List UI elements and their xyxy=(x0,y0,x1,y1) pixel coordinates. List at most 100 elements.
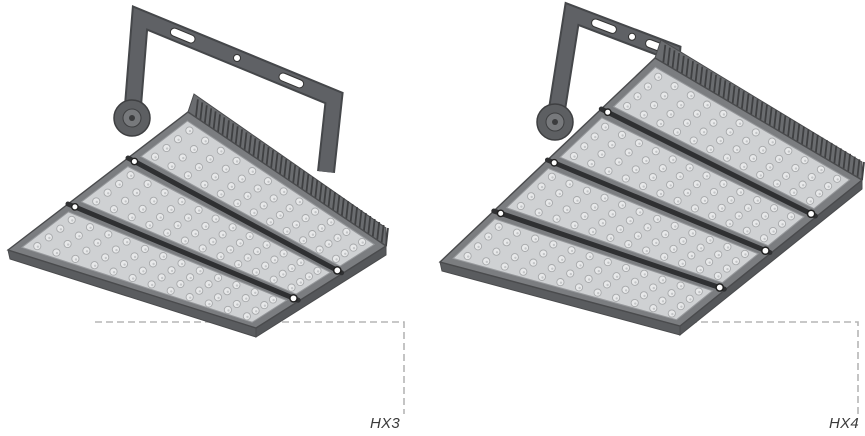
led-lens-center xyxy=(89,226,92,229)
led-lens-center xyxy=(254,291,257,294)
led-lens-center xyxy=(55,251,59,255)
led-lens-center xyxy=(272,298,275,302)
heat-sink-fin xyxy=(704,69,708,88)
led-lens-center xyxy=(696,183,699,186)
heat-sink-fin xyxy=(745,93,750,112)
heat-sink-fin xyxy=(195,99,199,118)
heat-sink-fin xyxy=(234,126,239,145)
led-lens-center xyxy=(629,219,632,223)
led-lens-center xyxy=(690,254,694,258)
mounting-bracket xyxy=(123,4,344,173)
led-lens-center xyxy=(239,242,242,245)
led-lens-center xyxy=(516,232,519,235)
led-lens-center xyxy=(226,290,229,293)
heat-sink-fin xyxy=(708,72,713,91)
led-lens-center xyxy=(686,191,690,195)
led-lens-center xyxy=(642,185,645,188)
led-lens-center xyxy=(198,209,201,212)
led-lens-center xyxy=(669,113,673,116)
led-lens-center xyxy=(652,176,655,179)
heat-sink-fin xyxy=(305,174,310,193)
led-lens-center xyxy=(597,292,600,295)
led-lens-center xyxy=(763,237,766,241)
led-lens-center xyxy=(573,155,576,158)
led-lens-center xyxy=(726,268,729,271)
led-lens-center xyxy=(159,216,162,219)
led-lens-center xyxy=(177,138,180,141)
led-lens-center xyxy=(273,259,277,262)
separator-end-cap xyxy=(761,246,770,256)
heat-sink-fin xyxy=(764,104,768,123)
led-lens-center xyxy=(48,236,51,240)
heat-sink-fin xyxy=(270,150,274,169)
module-separator xyxy=(491,208,727,292)
led-lens-center xyxy=(726,157,729,160)
led-lens-center xyxy=(690,94,693,98)
led-lens-center xyxy=(345,231,349,234)
led-lens-center xyxy=(558,192,561,196)
led-lens-center xyxy=(93,264,97,267)
led-lens-center xyxy=(225,168,228,171)
led-lens-center xyxy=(506,241,509,244)
led-lens-center xyxy=(126,241,129,244)
led-lens-center xyxy=(202,247,205,251)
led-lens-center xyxy=(696,113,699,116)
led-lens-center xyxy=(773,207,776,210)
led-lens-center xyxy=(661,279,665,282)
led-lens-center xyxy=(74,258,78,261)
led-lens-center xyxy=(485,260,488,264)
led-lens-center xyxy=(703,199,707,202)
led-lens-center xyxy=(187,217,190,220)
led-lens-center xyxy=(170,208,173,211)
led-lens-center xyxy=(118,183,121,186)
led-lens-center xyxy=(769,166,772,169)
led-lens-center xyxy=(320,227,324,230)
led-lens-center xyxy=(643,294,646,298)
heat-sink-fin xyxy=(358,210,363,229)
led-lens-center xyxy=(220,150,223,153)
heat-sink-fin xyxy=(727,82,731,102)
separator-end-cap xyxy=(603,108,612,117)
led-lens-center xyxy=(680,104,683,107)
led-lens-center xyxy=(133,255,137,259)
led-lens-center xyxy=(264,265,267,268)
heat-sink-fin xyxy=(685,58,690,77)
led-lens-center xyxy=(286,230,289,233)
led-lens-center xyxy=(706,104,709,107)
heat-sink-fin xyxy=(791,121,796,140)
led-lens-center xyxy=(308,275,311,279)
led-module-panel xyxy=(140,120,376,267)
separator-end-cap xyxy=(550,158,559,167)
led-lens-center xyxy=(263,304,267,307)
led-lens-center xyxy=(708,261,711,264)
heat-sink-fin xyxy=(801,126,805,145)
separator-end-cap xyxy=(806,209,816,219)
heat-sink-fin xyxy=(750,96,754,115)
separator-end-cap xyxy=(332,266,342,275)
led-lens-center xyxy=(194,232,197,236)
led-lens-center xyxy=(709,148,713,151)
led-lens-center xyxy=(618,161,621,164)
heat-sink-fin xyxy=(340,198,345,217)
led-lens-center xyxy=(142,208,145,211)
led-lens-center xyxy=(222,233,225,237)
led-lens-center xyxy=(199,270,202,273)
led-lens-center xyxy=(728,222,732,226)
led-module xyxy=(20,211,288,323)
led-lens-center xyxy=(738,122,742,125)
led-lens-center xyxy=(619,228,622,231)
led-lens-center xyxy=(179,283,183,286)
led-lens-center xyxy=(78,235,81,238)
heat-sink-fin xyxy=(208,108,213,127)
led-lens-center xyxy=(606,283,609,287)
product-label-hx4: HX4 xyxy=(829,415,860,432)
led-lens-center xyxy=(273,279,276,282)
led-lens-center xyxy=(255,310,258,313)
heat-sink-fin xyxy=(261,144,266,163)
led-lens-center xyxy=(638,142,641,145)
led-lens-center xyxy=(573,224,577,227)
led-lens-center xyxy=(283,252,286,256)
led-lens-center xyxy=(611,143,614,147)
led-lens-center xyxy=(236,202,240,205)
led-lens-center xyxy=(267,180,270,183)
